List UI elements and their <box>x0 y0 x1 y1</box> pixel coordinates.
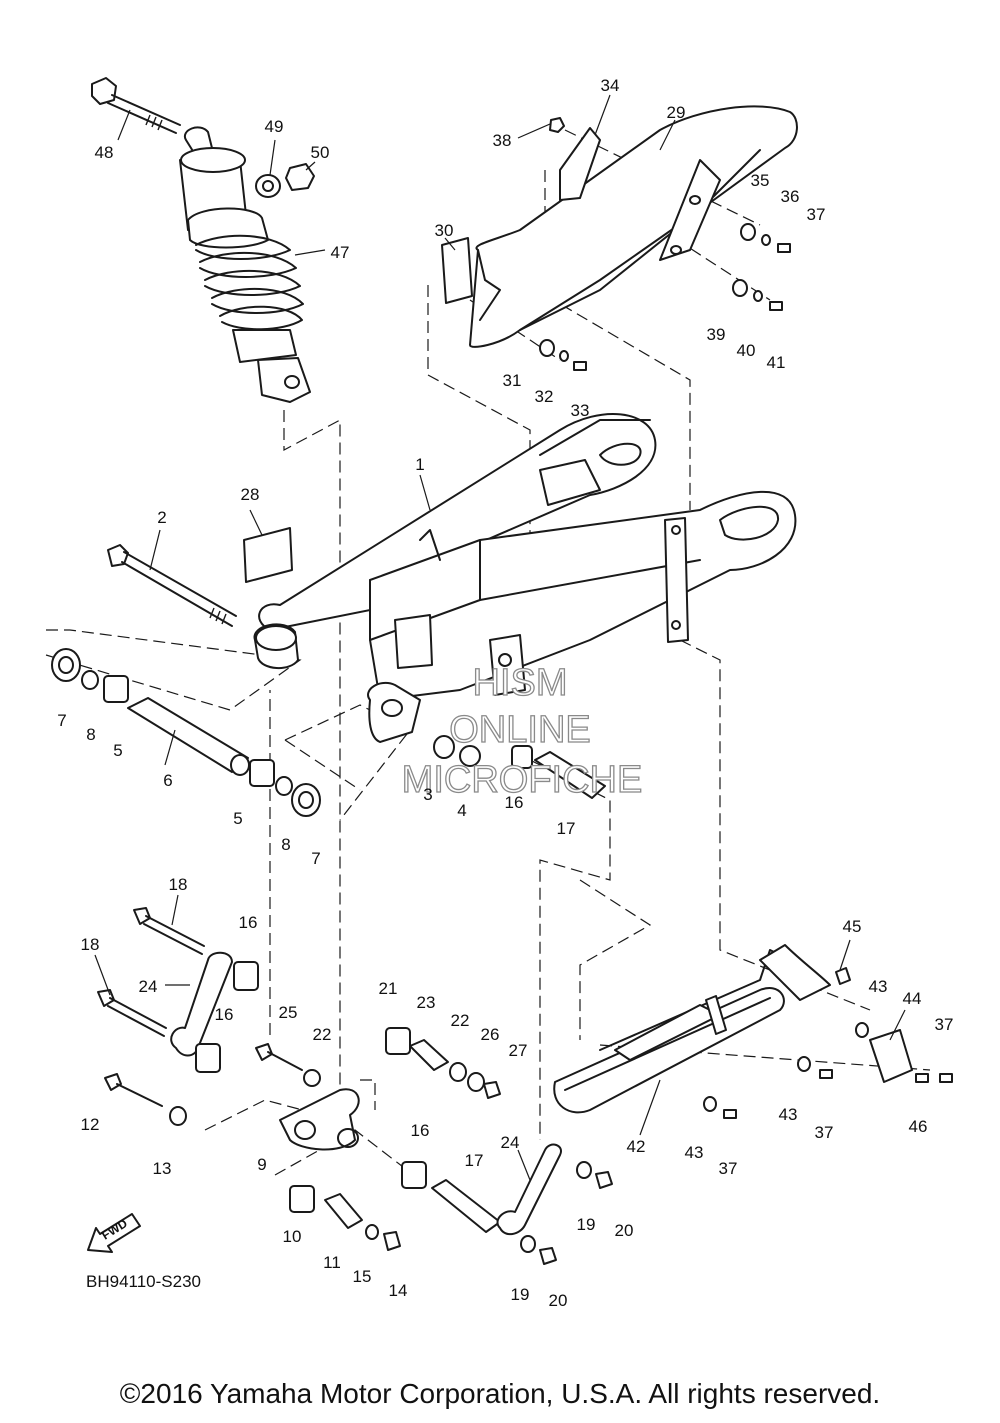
callout-16a: 16 <box>505 793 524 812</box>
callout-29: 29 <box>667 103 686 122</box>
relay-linkage <box>97 907 613 1265</box>
callout-9: 9 <box>257 1155 266 1174</box>
callout-8a: 8 <box>86 725 95 744</box>
callout-34: 34 <box>601 76 620 95</box>
callout-1: 1 <box>415 455 424 474</box>
callout-36: 36 <box>781 187 800 206</box>
callout-25: 25 <box>279 1003 298 1022</box>
pivot-bushings <box>51 648 321 817</box>
callout-26: 26 <box>481 1025 500 1044</box>
callout-49: 49 <box>265 117 284 136</box>
callout-38: 38 <box>493 131 512 150</box>
callout-33: 33 <box>571 401 590 420</box>
watermark-line-1: HISM <box>473 662 568 704</box>
callout-46: 46 <box>909 1117 928 1136</box>
callout-44: 44 <box>903 989 922 1008</box>
callout-leaders <box>94 94 906 1181</box>
callout-48: 48 <box>95 143 114 162</box>
callout-14: 14 <box>389 1281 408 1300</box>
forward-arrow: FWD <box>87 1213 141 1253</box>
callout-41: 41 <box>767 353 786 372</box>
callout-35: 35 <box>751 171 770 190</box>
callout-6: 6 <box>163 771 172 790</box>
callout-22a: 22 <box>313 1025 332 1044</box>
callout-3: 3 <box>423 785 432 804</box>
callout-30: 30 <box>435 221 454 240</box>
callout-18b: 18 <box>81 935 100 954</box>
callout-37b: 37 <box>815 1123 834 1142</box>
callout-40: 40 <box>737 341 756 360</box>
callout-18a: 18 <box>169 875 188 894</box>
diagram-code: BH94110-S230 <box>86 1272 201 1291</box>
callout-15: 15 <box>353 1267 372 1286</box>
copyright-notice: ©2016 Yamaha Motor Corporation, U.S.A. A… <box>119 1378 881 1409</box>
callout-31: 31 <box>503 371 522 390</box>
callout-37a: 37 <box>807 205 826 224</box>
callout-4: 4 <box>457 801 466 820</box>
callout-8b: 8 <box>281 835 290 854</box>
callout-20b: 20 <box>549 1291 568 1310</box>
callout-17b: 17 <box>465 1151 484 1170</box>
callout-13: 13 <box>153 1159 172 1178</box>
callout-7b: 7 <box>311 849 320 868</box>
upper-fasteners <box>539 117 791 371</box>
callout-28: 28 <box>241 485 260 504</box>
watermark-line-3: MICROFICHE <box>402 759 643 801</box>
callout-5b: 5 <box>233 809 242 828</box>
callout-16d: 16 <box>411 1121 430 1140</box>
callout-7a: 7 <box>57 711 66 730</box>
callout-16b: 16 <box>239 913 258 932</box>
callout-22b: 22 <box>451 1011 470 1030</box>
watermark: HISM ONLINE MICROFICHE <box>401 661 643 801</box>
callout-37d: 37 <box>935 1015 954 1034</box>
lower-chain-guard <box>553 944 953 1119</box>
callout-21: 21 <box>379 979 398 998</box>
rear-arm <box>253 413 797 743</box>
upper-chain-guard <box>441 105 798 348</box>
callout-11: 11 <box>323 1253 341 1272</box>
callout-27: 27 <box>509 1041 528 1060</box>
callout-24b: 24 <box>501 1133 520 1152</box>
callout-12: 12 <box>81 1115 100 1134</box>
callout-42: 42 <box>627 1137 646 1156</box>
pivot-shaft <box>107 544 237 627</box>
shock-upper-bolt <box>91 77 181 134</box>
callout-24a: 24 <box>139 977 158 996</box>
callout-32: 32 <box>535 387 554 406</box>
watermark-line-2: ONLINE <box>449 709 590 751</box>
callout-20a: 20 <box>615 1221 634 1240</box>
callout-45: 45 <box>843 917 862 936</box>
callout-5a: 5 <box>113 741 122 760</box>
arm-link-parts <box>433 735 606 799</box>
callout-numbers: 1 2 3 4 5 5 6 7 7 8 8 9 10 11 12 13 14 1… <box>57 76 953 1310</box>
callout-17a: 17 <box>557 819 576 838</box>
callout-43a: 43 <box>869 977 888 996</box>
callout-47: 47 <box>331 243 350 262</box>
callout-37c: 37 <box>719 1159 738 1178</box>
callout-2: 2 <box>157 508 166 527</box>
callout-19a: 19 <box>577 1215 596 1234</box>
label-sticker <box>243 527 293 583</box>
callout-23: 23 <box>417 993 436 1012</box>
rear-shock-absorber <box>179 126 311 403</box>
callout-50: 50 <box>311 143 330 162</box>
callout-10: 10 <box>283 1227 302 1246</box>
callout-39: 39 <box>707 325 726 344</box>
shock-nuts <box>255 163 315 198</box>
callout-43c: 43 <box>685 1143 704 1162</box>
callout-43b: 43 <box>779 1105 798 1124</box>
callout-16c: 16 <box>215 1005 234 1024</box>
callout-19b: 19 <box>511 1285 530 1304</box>
